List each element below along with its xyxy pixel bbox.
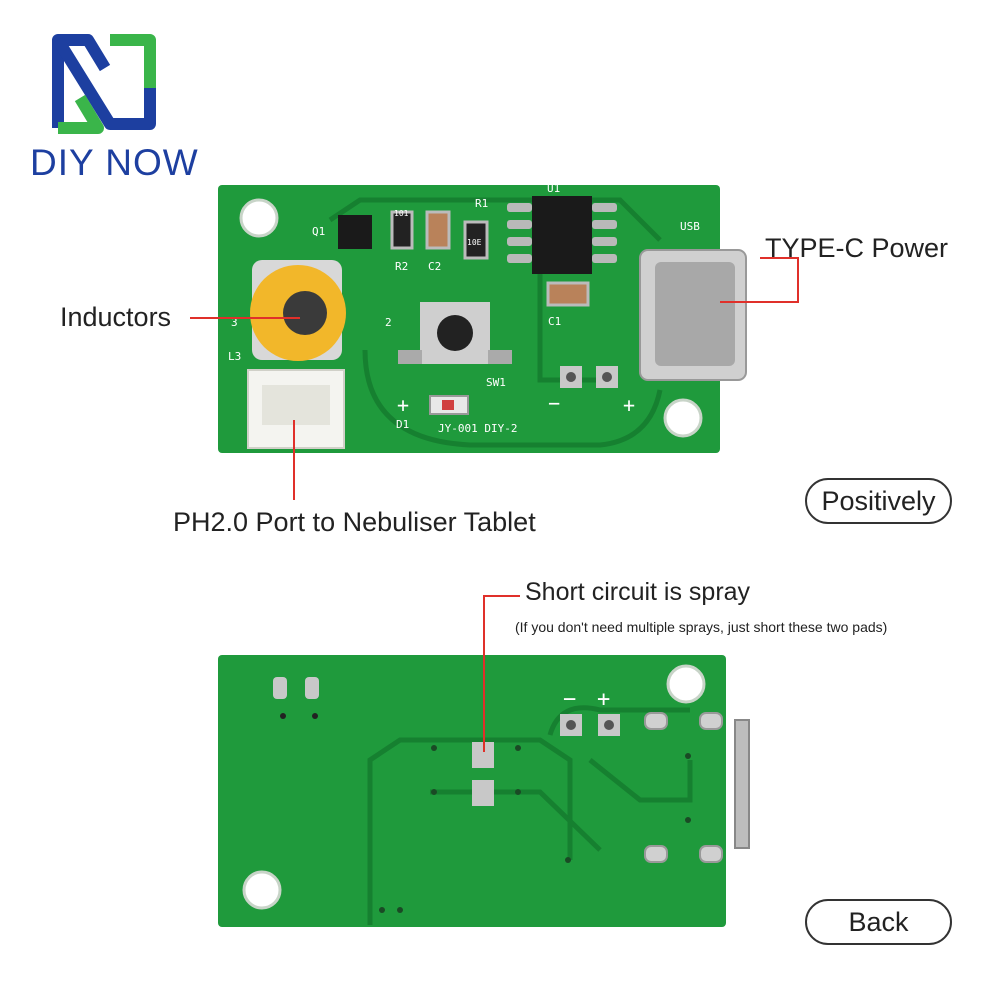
silk-sw-num: 2 bbox=[385, 316, 392, 329]
silk-l3: L3 bbox=[228, 350, 241, 363]
callout-short-circuit: Short circuit is spray bbox=[525, 578, 751, 606]
callout-ph20-port: PH2.0 Port to Nebuliser Tablet bbox=[173, 507, 536, 537]
callout-inductors: Inductors bbox=[60, 302, 172, 332]
silk-u1: U1 bbox=[547, 182, 560, 195]
silk-r-101: 101 bbox=[394, 209, 409, 218]
silk-plus-d1: + bbox=[397, 393, 409, 417]
silk-r1: R1 bbox=[475, 197, 488, 210]
brand-name: DIY NOW bbox=[30, 142, 199, 183]
silk-c1: C1 bbox=[548, 315, 561, 328]
silk-q1: Q1 bbox=[312, 225, 325, 238]
front-side-badge: Positively bbox=[805, 478, 952, 524]
back-side-badge: Back bbox=[805, 899, 952, 945]
silk-model: JY-001 DIY-2 bbox=[438, 422, 517, 435]
silk-sw1: SW1 bbox=[486, 376, 506, 389]
dn-monogram-icon bbox=[52, 34, 156, 134]
silk-r2: R2 bbox=[395, 260, 408, 273]
silk-c2: C2 bbox=[428, 260, 441, 273]
silk-back-minus: − bbox=[563, 687, 576, 712]
silk-plus: + bbox=[623, 393, 635, 417]
silk-r-10e: 10E bbox=[467, 238, 482, 247]
callout-typec-power: TYPE-C Power bbox=[765, 233, 949, 263]
silk-back-plus: + bbox=[597, 687, 610, 712]
silk-minus: − bbox=[548, 391, 560, 415]
callout-short-circuit-note: (If you don't need multiple sprays, just… bbox=[515, 619, 888, 635]
silk-d1: D1 bbox=[396, 418, 409, 431]
silk-l3-num: 3 bbox=[231, 316, 238, 329]
silk-usb: USB bbox=[680, 220, 700, 233]
